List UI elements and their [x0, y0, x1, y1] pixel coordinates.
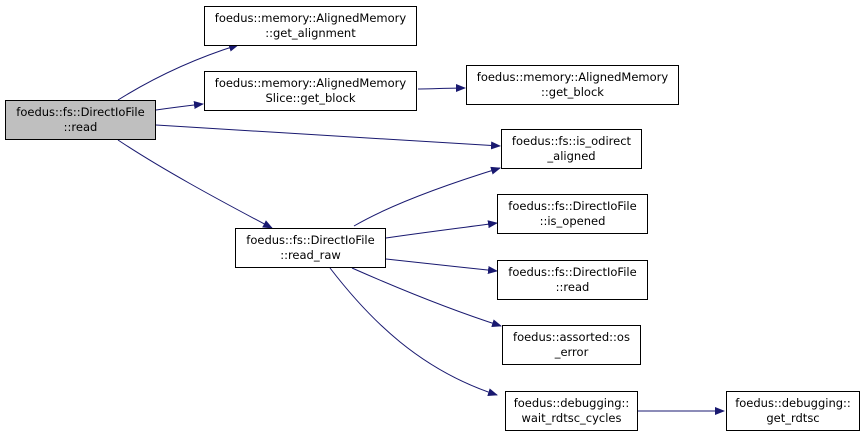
edge-read-raw-to-is-odirect-aligned — [353, 166, 501, 227]
node-is-odirect-aligned[interactable]: foedus::fs::is_odirect _aligned — [501, 129, 642, 169]
edge-read-raw-to-wait-rdtsc-cycles — [329, 267, 498, 397]
node-label-line2: _error — [554, 345, 589, 359]
node-label-line2: ::get_block — [541, 85, 604, 99]
node-label-line1: foedus::fs::DirectIoFile — [16, 105, 145, 119]
edge-read-raw-to-is-opened — [385, 220, 498, 239]
edge-read-raw-to-os-error — [351, 267, 502, 328]
node-label-line2: ::get_alignment — [265, 26, 356, 40]
edge-slice-get-block-to-get-block — [417, 84, 466, 93]
node-directiofile-read[interactable]: foedus::fs::DirectIoFile ::read — [497, 260, 648, 300]
node-label-line1: foedus::fs::DirectIoFile — [508, 199, 637, 213]
node-label-line1: foedus::memory::AlignedMemory — [214, 11, 407, 25]
node-label-line2: ::read_raw — [280, 248, 341, 262]
node-label-line2: get_rdtsc — [766, 411, 820, 425]
node-label-line2: ::is_opened — [539, 214, 606, 228]
node-read-raw[interactable]: foedus::fs::DirectIoFile ::read_raw — [235, 228, 386, 268]
node-label-line1: foedus::memory::AlignedMemory — [476, 70, 669, 84]
node-label-line2: Slice::get_block — [265, 91, 356, 105]
edge-read-to-slice-get-block — [155, 101, 204, 111]
edge-read-to-get-alignment — [117, 43, 239, 101]
node-wait-rdtsc-cycles[interactable]: foedus::debugging:: wait_rdtsc_cycles — [505, 391, 638, 431]
node-get-rdtsc[interactable]: foedus::debugging:: get_rdtsc — [726, 391, 860, 431]
node-label-line1: foedus::assorted::os — [513, 330, 630, 344]
node-label-line2: _aligned — [547, 149, 596, 163]
node-label-line1: foedus::fs::DirectIoFile — [508, 265, 637, 279]
edge-read-to-is-odirect-aligned — [155, 124, 501, 150]
node-get-block[interactable]: foedus::memory::AlignedMemory ::get_bloc… — [466, 65, 679, 105]
node-label-line1: foedus::fs::DirectIoFile — [246, 233, 375, 247]
node-label-line2: ::read — [63, 120, 98, 134]
edge-read-raw-to-read-target — [385, 258, 498, 275]
edge-read-to-read-raw — [117, 139, 273, 229]
node-os-error[interactable]: foedus::assorted::os _error — [502, 325, 641, 365]
node-label-line2: wait_rdtsc_cycles — [521, 411, 622, 425]
node-label-line1: foedus::fs::is_odirect — [511, 134, 632, 148]
node-label-line1: foedus::memory::AlignedMemory — [214, 76, 407, 90]
node-label-line2: ::read — [555, 280, 590, 294]
node-label-line1: foedus::debugging:: — [735, 396, 851, 410]
node-is-opened[interactable]: foedus::fs::DirectIoFile ::is_opened — [497, 194, 648, 234]
node-get-alignment[interactable]: foedus::memory::AlignedMemory ::get_alig… — [204, 6, 417, 46]
node-slice-get-block[interactable]: foedus::memory::AlignedMemory Slice::get… — [204, 71, 417, 111]
node-label-line1: foedus::debugging:: — [513, 396, 630, 410]
node-directiofile-read-root: foedus::fs::DirectIoFile ::read — [5, 100, 156, 140]
